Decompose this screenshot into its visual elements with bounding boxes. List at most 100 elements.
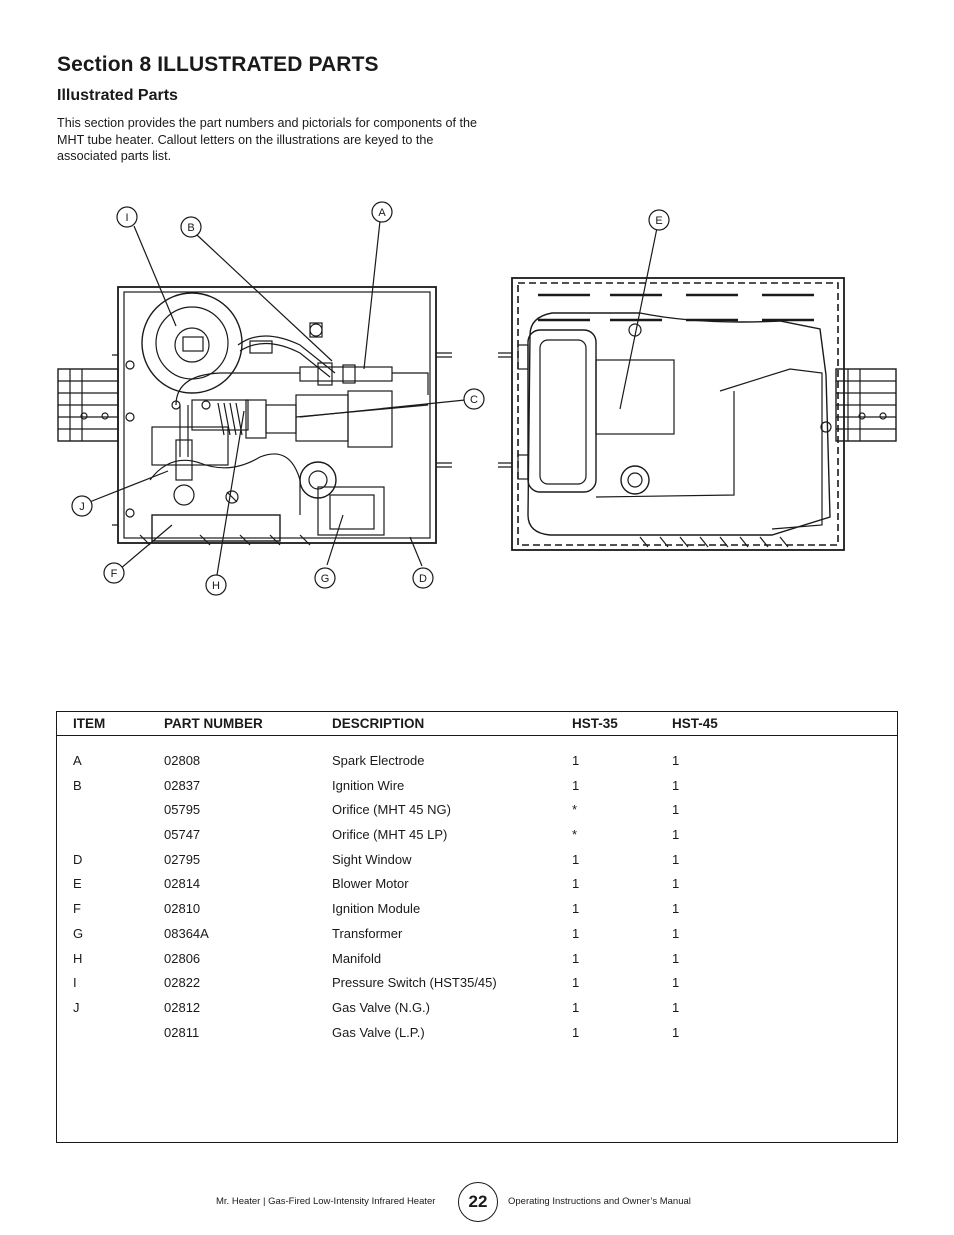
table-header: ITEM PART NUMBER DESCRIPTION HST-35 HST-…: [57, 712, 897, 736]
callout-j: J: [79, 501, 85, 513]
cell-description: Blower Motor: [332, 876, 409, 891]
cell-description: Gas Valve (L.P.): [332, 1025, 425, 1040]
cell-description: Spark Electrode: [332, 753, 425, 768]
right-unit-drawing: [498, 277, 897, 551]
cell-part-number: 02806: [164, 951, 201, 966]
cell-part-number: 05795: [164, 802, 201, 817]
callout-i: I: [125, 212, 128, 224]
cell-hst45: 1: [672, 951, 680, 966]
callout-f-circle: [103, 562, 125, 584]
cell-hst45: 1: [672, 1000, 680, 1015]
table-row: A 02808 Spark Electrode 1 1: [57, 753, 897, 773]
cell-hst45: 1: [672, 876, 680, 891]
cell-hst35: *: [572, 802, 578, 817]
callout-d: D: [419, 573, 427, 585]
cell-hst45: 1: [672, 753, 680, 768]
cell-hst35: 1: [572, 753, 580, 768]
page-number: 22: [458, 1182, 498, 1222]
cell-hst45: 1: [672, 975, 680, 990]
cell-hst35: 1: [572, 852, 580, 867]
cell-item: D: [73, 852, 83, 867]
callout-i-circle: [116, 206, 138, 228]
cell-part-number: 02811: [164, 1025, 200, 1040]
callout-g-circle: [314, 567, 336, 589]
footer-right-text: Operating Instructions and Owner’s Manua…: [508, 1196, 691, 1207]
cell-hst45: 1: [672, 827, 680, 842]
cell-description: Transformer: [332, 926, 403, 941]
cell-item: H: [73, 951, 83, 966]
cell-description: Manifold: [332, 951, 382, 966]
cell-hst45: 1: [672, 852, 680, 867]
callout-leader-lines: [86, 220, 658, 576]
cell-hst35: 1: [572, 901, 580, 916]
cell-hst35: 1: [572, 1000, 580, 1015]
table-row: 05795 Orifice (MHT 45 NG) * 1: [57, 802, 897, 822]
table-row: E 02814 Blower Motor 1 1: [57, 876, 897, 896]
table-row: H 02806 Manifold 1 1: [57, 951, 897, 971]
callout-h-circle: [205, 574, 227, 596]
callout-b-circle: [180, 216, 202, 238]
intro-paragraph: This section provides the part numbers a…: [57, 116, 478, 163]
cell-part-number: 02822: [164, 975, 201, 990]
cell-hst45: 1: [672, 802, 680, 817]
cell-part-number: 02814: [164, 876, 201, 891]
callout-c-circle: [463, 388, 485, 410]
cell-hst45: 1: [672, 901, 680, 916]
table-row: 02811 Gas Valve (L.P.) 1 1: [57, 1025, 897, 1045]
cell-hst35: *: [572, 827, 578, 842]
cell-part-number: 02808: [164, 753, 201, 768]
left-unit-drawing: [57, 286, 452, 546]
header-hst35: HST-35: [572, 716, 618, 731]
parts-illustration: I B A C E J F H G D: [0, 195, 954, 605]
cell-hst35: 1: [572, 975, 580, 990]
header-item: ITEM: [73, 716, 106, 731]
callout-d-circle: [412, 567, 434, 589]
cell-hst35: 1: [572, 926, 580, 941]
cell-part-number: 02795: [164, 852, 201, 867]
callout-a-circle: [371, 201, 393, 223]
cell-hst35: 1: [572, 951, 580, 966]
header-description: DESCRIPTION: [332, 716, 425, 731]
cell-item: J: [73, 1000, 80, 1015]
callout-h: H: [212, 580, 220, 592]
cell-item: G: [73, 926, 84, 941]
cell-part-number: 02837: [164, 778, 201, 793]
cell-item: E: [73, 876, 82, 891]
callout-f: F: [111, 568, 118, 580]
section-title: Section 8 ILLUSTRATED PARTS: [57, 53, 379, 76]
header-hst45: HST-45: [672, 716, 718, 731]
parts-table: ITEM PART NUMBER DESCRIPTION HST-35 HST-…: [56, 711, 898, 1143]
cell-part-number: 05747: [164, 827, 201, 842]
cell-description: Orifice (MHT 45 NG): [332, 802, 451, 817]
callout-a: A: [378, 207, 386, 219]
table-row: 05747 Orifice (MHT 45 LP) * 1: [57, 827, 897, 847]
table-row: G 08364A Transformer 1 1: [57, 926, 897, 946]
cell-description: Ignition Wire: [332, 778, 405, 793]
cell-hst45: 1: [672, 926, 680, 941]
cell-description: Pressure Switch (HST35/45): [332, 975, 497, 990]
cell-item: F: [73, 901, 81, 916]
callout-e: E: [655, 215, 662, 227]
subsection-title: Illustrated Parts: [57, 87, 178, 104]
header-part-number: PART NUMBER: [164, 716, 263, 731]
callout-b: B: [187, 222, 194, 234]
table-row: J 02812 Gas Valve (N.G.) 1 1: [57, 1000, 897, 1020]
table-row: B 02837 Ignition Wire 1 1: [57, 778, 897, 798]
table-row: I 02822 Pressure Switch (HST35/45) 1 1: [57, 975, 897, 995]
callout-g: G: [321, 573, 330, 585]
cell-part-number: 08364A: [164, 926, 209, 941]
cell-hst45: 1: [672, 778, 680, 793]
cell-description: Orifice (MHT 45 LP): [332, 827, 448, 842]
callout-c: C: [470, 394, 478, 406]
cell-part-number: 02812: [164, 1000, 201, 1015]
callout-e-circle: [648, 209, 670, 231]
cell-item: A: [73, 753, 82, 768]
cell-description: Gas Valve (N.G.): [332, 1000, 431, 1015]
cell-hst35: 1: [572, 876, 580, 891]
cell-description: Sight Window: [332, 852, 412, 867]
cell-hst35: 1: [572, 778, 580, 793]
cell-description: Ignition Module: [332, 901, 421, 916]
cell-hst35: 1: [572, 1025, 580, 1040]
table-row: D 02795 Sight Window 1 1: [57, 852, 897, 872]
callout-j-circle: [71, 495, 93, 517]
